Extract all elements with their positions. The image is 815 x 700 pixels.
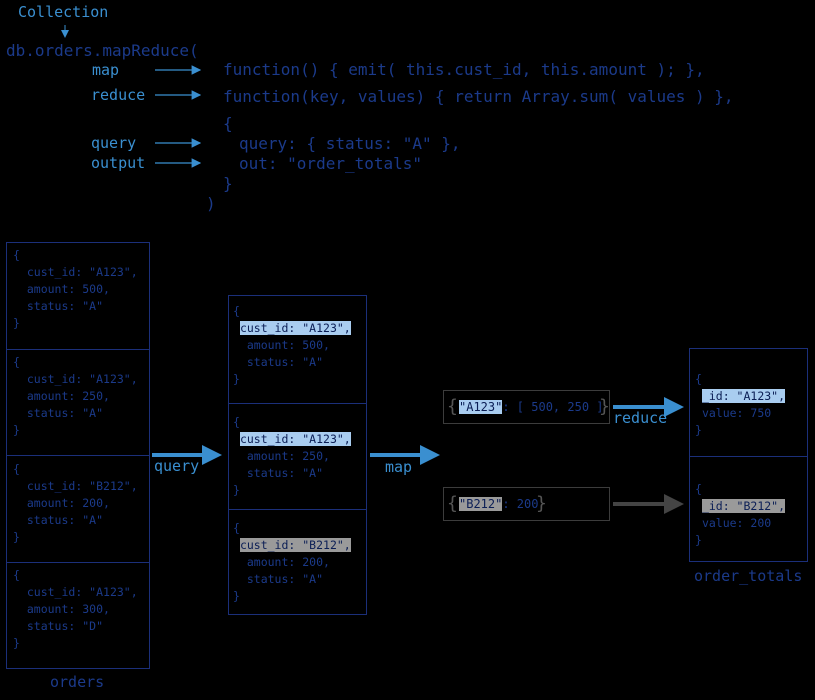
- query-label: query: [91, 134, 137, 152]
- reduce-label: reduce: [91, 86, 146, 104]
- collection-label: Collection: [18, 3, 109, 21]
- out-option: out: "order_totals": [239, 154, 423, 173]
- orders-divider: [6, 562, 150, 563]
- group-open-brace: {: [447, 396, 458, 417]
- query-option: query: { status: "A" },: [239, 134, 461, 153]
- order-document: { cust_id: "A123", amount: 250, status: …: [13, 355, 138, 437]
- group-b212: { "B212": 200 }: [443, 487, 610, 521]
- filtered-box: [228, 295, 367, 615]
- cust-id-highlight: cust_id: "A123",: [239, 321, 351, 335]
- cust-id-highlight: cust_id: "B212",: [239, 538, 351, 552]
- totals-box: [689, 348, 808, 562]
- group-close-brace: }: [599, 396, 610, 417]
- order-document: { cust_id: "A123", amount: 300, status: …: [13, 568, 138, 650]
- cust-id-highlight: cust_id: "A123",: [239, 432, 351, 446]
- reduce-arrow-label: reduce: [613, 409, 668, 427]
- order-totals-caption: order_totals: [694, 567, 803, 585]
- reduce-function: function(key, values) { return Array.sum…: [223, 87, 734, 106]
- options-close-brace: }: [223, 174, 233, 193]
- output-label: output: [91, 154, 146, 172]
- group-a123: { "A123": [ 500, 250 ] }: [443, 390, 610, 424]
- map-arrow-label: map: [385, 458, 413, 476]
- id-highlight: _id: "B212",: [701, 499, 786, 513]
- totals-divider: [689, 456, 808, 457]
- filtered-document: { cust_id: "A123", amount: 250, status: …: [233, 415, 351, 497]
- orders-caption: orders: [50, 673, 105, 691]
- id-highlight: _id: "A123",: [701, 389, 786, 403]
- close-paren: ): [206, 194, 216, 213]
- group-close-brace: }: [536, 493, 547, 514]
- order-document: { cust_id: "A123", amount: 500, status: …: [13, 248, 138, 330]
- map-label: map: [92, 61, 120, 79]
- group-values: : [ 500, 250 ]: [502, 400, 604, 414]
- filtered-divider: [228, 509, 367, 510]
- group-key: "A123": [459, 400, 503, 414]
- filtered-document: { cust_id: "B212", amount: 200, status: …: [233, 521, 351, 603]
- total-document: { _id: "A123", value: 750 }: [695, 372, 786, 437]
- group-values: : 200: [502, 497, 539, 511]
- order-document: { cust_id: "B212", amount: 200, status: …: [13, 462, 138, 544]
- total-document: { _id: "B212", value: 200 }: [695, 482, 786, 547]
- group-open-brace: {: [447, 493, 458, 514]
- map-function: function() { emit( this.cust_id, this.am…: [223, 60, 705, 79]
- group-key: "B212": [459, 497, 503, 511]
- orders-divider: [6, 349, 150, 350]
- filtered-divider: [228, 403, 367, 404]
- query-arrow-label: query: [154, 457, 200, 475]
- filtered-document: { cust_id: "A123", amount: 500, status: …: [233, 304, 351, 386]
- options-open-brace: {: [223, 114, 233, 133]
- mapreduce-call: db.orders.mapReduce(: [6, 41, 199, 60]
- orders-divider: [6, 455, 150, 456]
